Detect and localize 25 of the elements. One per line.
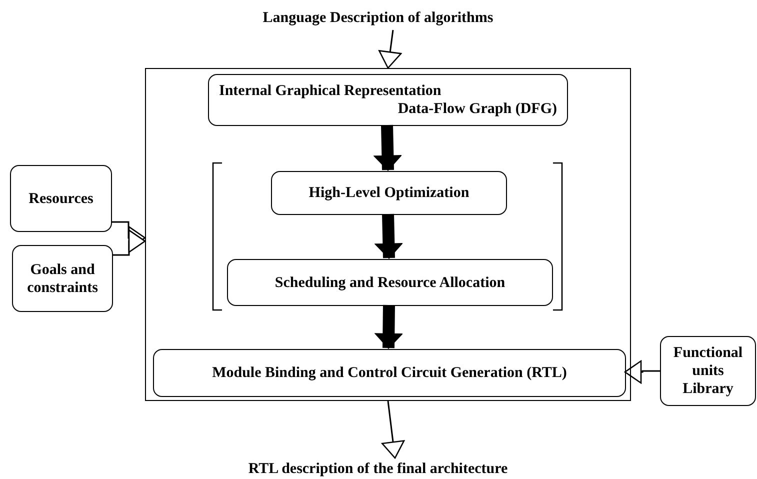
arrow [113,230,146,256]
process-box [208,74,568,126]
process-box [153,349,626,397]
arrow [624,360,660,384]
box-label: Data-Flow Graph (DFG) [396,100,557,118]
arrow [381,400,405,459]
system-boundary-box [145,68,631,401]
box-label: High-Level Optimization [308,184,470,202]
box-label: Module Binding and Control Circuit Generation (RTL) [211,364,568,382]
process-box [271,171,507,215]
caption-text: RTL description of the final architecture [208,458,548,479]
process-box [660,336,756,406]
box-label: Functional units Library [672,344,744,398]
arrow [378,30,402,69]
box-label: Goals and constraints [26,260,99,296]
box-label: Scheduling and Resource Allocation [274,274,506,292]
thick-arrow [375,214,402,259]
caption-text: Language Description of algorithms [228,6,528,30]
box-label: Internal Graphical Representation [219,82,442,100]
process-box [227,259,553,306]
thick-arrow [375,304,402,349]
process-box [12,245,113,312]
process-box [10,165,112,232]
thick-arrow [374,124,402,171]
box-label: Resources [28,190,94,208]
